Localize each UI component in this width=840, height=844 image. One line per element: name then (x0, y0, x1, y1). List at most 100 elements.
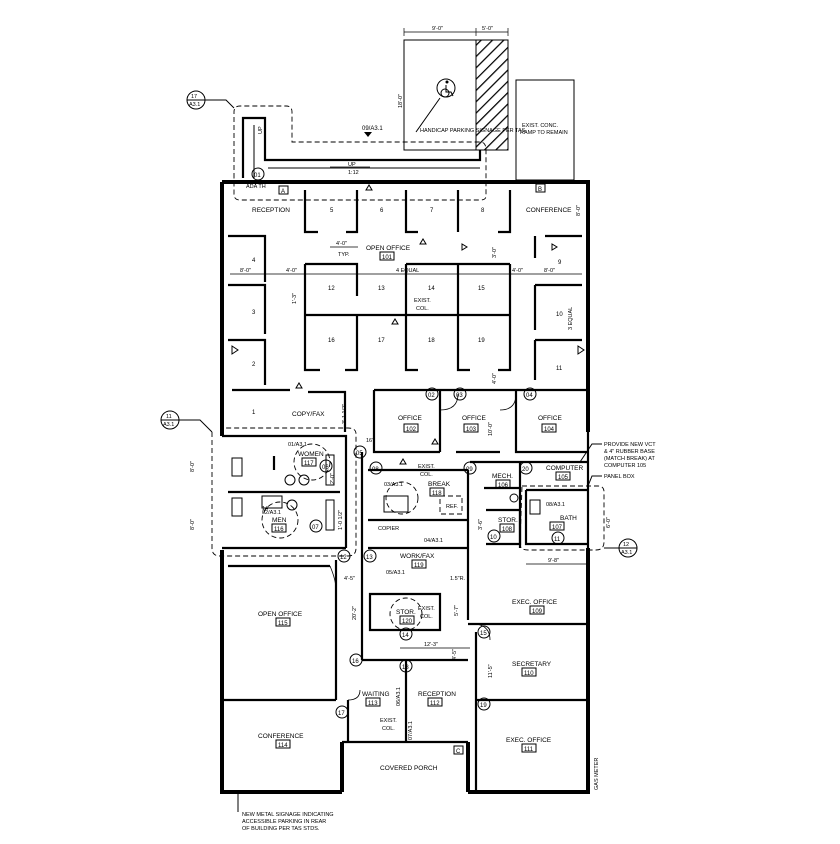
callout-17-top: 17 (191, 94, 197, 100)
door-09: 09 (466, 467, 473, 473)
dim-4-0: 4'-0" (336, 241, 347, 247)
workstation-10: 10 (556, 312, 563, 318)
room-computer-num: 105 (558, 475, 569, 481)
ref-03-a3-1: 03/A3.1 (384, 482, 403, 488)
ramp-note-1: EXIST. CONC. (522, 123, 559, 129)
room-mech: MECH. (492, 473, 513, 480)
workstation-18: 18 (428, 338, 435, 344)
wheelchair-icon (436, 78, 456, 98)
workstation-12: 12 (328, 286, 335, 292)
workstation-17: 17 (378, 338, 385, 344)
workstation-6: 6 (380, 208, 384, 214)
parking-area: 9'-0" 5'-0" 18'-0" 09/A3.1 HANDICAP PARK… (362, 26, 575, 181)
dim-6-0: 6'-0" (606, 517, 612, 528)
workstation-labels: 1 2 3 4 5 6 7 8 9 10 11 12 13 14 15 16 1… (252, 208, 563, 416)
room-num-103: 103 (466, 427, 477, 433)
room-copier: COPIER (378, 526, 399, 532)
door-11: 11 (554, 537, 561, 543)
room-bath-num: 107 (552, 525, 563, 531)
room-num-104: 104 (544, 427, 555, 433)
panel-box-note: PANEL BOX (604, 474, 635, 480)
dim-9-8: 9'-8" (548, 558, 559, 564)
workstation-13: 13 (378, 286, 385, 292)
access-ramp: UP UP 1:12 (233, 105, 487, 201)
room-num-111: 111 (524, 747, 534, 753)
revision-triangle (391, 318, 399, 325)
room-secretary: SECRETARY (512, 661, 552, 668)
door-06: 06 (322, 465, 329, 471)
ref-05-a3-1: 05/A3.1 (386, 570, 405, 576)
dim-1-0-1-2: 1'-0 1/2" (338, 510, 344, 530)
room-conference-114: CONFERENCE (258, 733, 304, 740)
dim-three-equal: 3 EQUAL (568, 307, 574, 330)
section-callouts: 17 A3.1 11 A3.1 12 A3.1 (160, 90, 638, 558)
room-men: MEN (272, 517, 287, 524)
room-reception-top: RECEPTION (252, 207, 290, 214)
room-ref: REF. (446, 504, 458, 510)
workstation-15: 15 (478, 286, 485, 292)
callout-11-bottom: A3.1 (163, 422, 174, 428)
door-01: 01 (254, 173, 261, 179)
room-num-113: 113 (368, 701, 378, 707)
door-08: 08 (372, 467, 379, 473)
room-open-office-num: 101 (382, 255, 393, 261)
dim-4-0-c: 4'-0" (512, 268, 523, 274)
workstation-3: 3 (252, 310, 256, 316)
revision-triangle (231, 345, 239, 355)
dim-8-0-w: 8'-0" (190, 461, 196, 472)
door-16: 16 (352, 659, 359, 665)
room-stor-108-num: 108 (502, 527, 513, 533)
exist-col-2-top: COL. (416, 306, 429, 312)
ramp-slope: 1:12 (348, 170, 359, 176)
dim-four-equal: 4 EQUAL (396, 268, 419, 274)
workstation-11: 11 (556, 366, 563, 372)
exist-col-2-break: COL. (420, 472, 433, 478)
room-num-109: 109 (532, 609, 543, 615)
workstation-9: 9 (558, 260, 562, 266)
room-office-104: OFFICE (538, 415, 562, 422)
exist-col-1-wait: EXIST. (380, 718, 397, 724)
ref-06-a3-1: 06/A3.1 (396, 687, 402, 706)
door-13: 13 (366, 555, 373, 561)
door-17: 17 (338, 711, 345, 717)
workstation-16: 16 (328, 338, 335, 344)
callout-12-bottom: A3.1 (621, 550, 632, 556)
dim-1-3: 1'-3" (292, 293, 298, 304)
dim-5-7: 5'-7" (454, 605, 460, 616)
callout-12-top: 12 (623, 542, 629, 548)
room-num-110: 110 (524, 671, 534, 677)
vct-note-4: COMPUTER 105 (604, 463, 646, 469)
revision-triangle (551, 243, 558, 251)
bottom-notes: NEW METAL SIGNAGE INDICATING ACCESSIBLE … (237, 758, 600, 832)
room-work-fax-num: 119 (414, 563, 424, 569)
room-work-fax: WORK/FAX (400, 553, 435, 560)
exec-offices: 15 19 EXEC. OFFICE 109 SECRETARY 110 11'… (468, 599, 588, 792)
dim-8-0-m: 8'-0" (190, 519, 196, 530)
workstation-4: 4 (252, 258, 256, 264)
exist-col-1-top: EXIST. (414, 298, 431, 304)
workstation-8: 8 (481, 208, 485, 214)
exist-col-1-stor: EXIST. (418, 606, 435, 612)
ramp-note-2: RAMP TO REMAIN (520, 130, 568, 136)
dim-8-0-right: 8'-0" (544, 268, 555, 274)
ref-08-a3-1: 08/A3.1 (546, 502, 565, 508)
room-stor-120: STOR. (396, 609, 416, 616)
dim-4-5b: 4'-5" (452, 649, 458, 660)
marker-b: B (538, 187, 542, 193)
section-marker (364, 132, 372, 137)
dim-2-0: 2'-0" (330, 473, 336, 484)
door-05: 05 (356, 451, 363, 457)
room-office-102: OFFICE (398, 415, 422, 422)
workstation-19: 19 (478, 338, 485, 344)
workstation-5: 5 (330, 208, 334, 214)
signage-note-2: ACCESSIBLE PARKING IN REAR (242, 819, 326, 825)
room-num-115: 115 (278, 621, 288, 627)
marker-c: C (456, 749, 461, 755)
offices-row: 02 03 04 OFFICE 102 OFFICE 103 OFFICE 10… (372, 387, 588, 454)
dim-20-2: 20'-2" (352, 606, 358, 620)
open-office-annotations: RECEPTION CONFERENCE OPEN OFFICE 101 4'-… (230, 184, 585, 465)
access-aisle-hatch (475, 39, 509, 151)
core-rooms: EXIST. COL. 08 09 20 03/A3.1 BREAK 118 R… (360, 442, 656, 660)
door-02: 02 (428, 393, 435, 399)
